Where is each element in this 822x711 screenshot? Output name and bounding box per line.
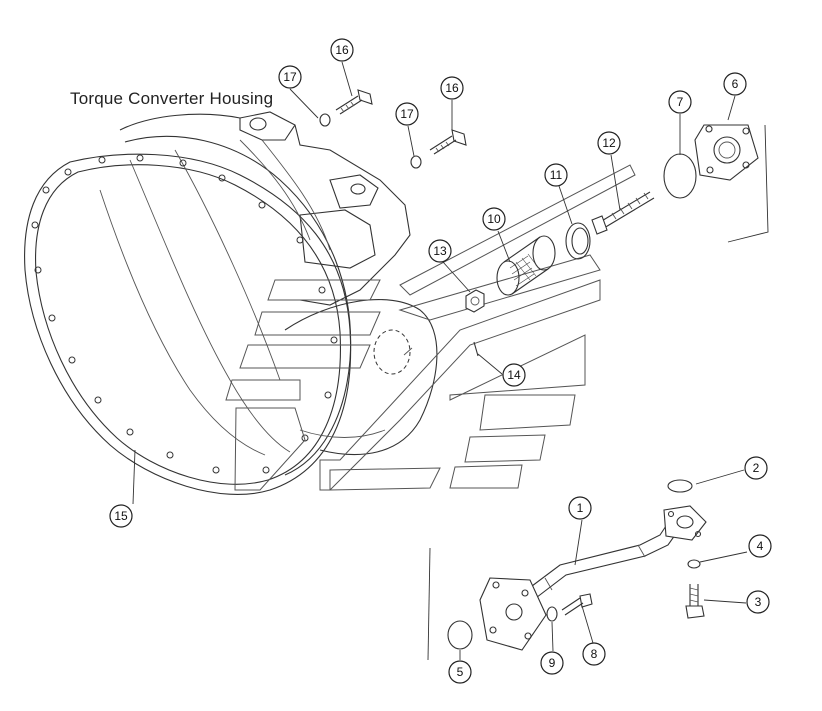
callout-1: 1 <box>568 496 592 520</box>
strainer-10 <box>496 235 556 296</box>
nut-13 <box>465 289 485 313</box>
washer-17-upper <box>319 113 331 127</box>
svg-text:12: 12 <box>602 136 616 150</box>
svg-text:13: 13 <box>433 244 447 258</box>
callout-3: 3 <box>746 590 770 614</box>
svg-text:5: 5 <box>457 665 464 679</box>
flange-block-lower <box>479 577 547 651</box>
svg-text:7: 7 <box>677 95 684 109</box>
pipe-1 <box>519 519 681 605</box>
callout-9: 9 <box>540 651 564 675</box>
callout-17-upper: 17 <box>278 65 302 89</box>
svg-text:11: 11 <box>550 168 563 182</box>
callout-16-upper: 16 <box>330 38 354 62</box>
svg-text:9: 9 <box>549 656 556 670</box>
logo-watermark <box>225 164 636 491</box>
svg-text:4: 4 <box>757 539 764 553</box>
svg-text:15: 15 <box>114 509 128 523</box>
o-ring-7 <box>663 153 697 199</box>
svg-text:16: 16 <box>445 81 459 95</box>
callout-7: 7 <box>668 90 692 114</box>
callout-14: 14 <box>502 363 526 387</box>
svg-text:1: 1 <box>577 501 584 515</box>
seal-11 <box>565 222 591 260</box>
diagram-title: Torque Converter Housing <box>70 89 274 108</box>
bolt-16-lower <box>429 129 467 155</box>
flange-upper <box>663 505 707 541</box>
svg-text:16: 16 <box>335 43 349 57</box>
callout-12: 12 <box>597 131 621 155</box>
washer-4 <box>687 559 701 569</box>
callout-2: 2 <box>744 456 768 480</box>
callouts: 1 2 3 4 5 6 7 8 9 10 11 12 13 14 15 16 1… <box>109 38 772 684</box>
callout-13: 13 <box>428 239 452 263</box>
leader-lines <box>132 61 748 660</box>
svg-text:8: 8 <box>591 647 598 661</box>
washer-9 <box>546 606 558 622</box>
torque-converter-housing <box>24 111 438 495</box>
svg-text:6: 6 <box>732 77 739 91</box>
svg-text:2: 2 <box>753 461 760 475</box>
bolt-3 <box>685 584 705 619</box>
svg-text:17: 17 <box>400 107 414 121</box>
svg-text:10: 10 <box>487 212 501 226</box>
callout-10: 10 <box>482 207 506 231</box>
svg-text:14: 14 <box>507 368 521 382</box>
callout-5: 5 <box>448 660 472 684</box>
bolt-8 <box>561 593 593 616</box>
washer-17-lower <box>410 155 422 169</box>
callout-16-lower: 16 <box>440 76 464 100</box>
svg-text:17: 17 <box>283 70 297 84</box>
o-ring-5 <box>447 620 473 650</box>
bolt-12 <box>591 191 655 235</box>
callout-17-lower: 17 <box>395 102 419 126</box>
callout-4: 4 <box>748 534 772 558</box>
svg-text:3: 3 <box>755 595 762 609</box>
callout-11: 11 <box>544 163 568 187</box>
callout-8: 8 <box>582 642 606 666</box>
o-ring-2 <box>667 479 693 493</box>
callout-6: 6 <box>723 72 747 96</box>
pin-14 <box>473 341 479 357</box>
callout-15: 15 <box>109 504 133 528</box>
cover-6 <box>694 124 759 181</box>
bolt-16-upper <box>335 89 373 115</box>
